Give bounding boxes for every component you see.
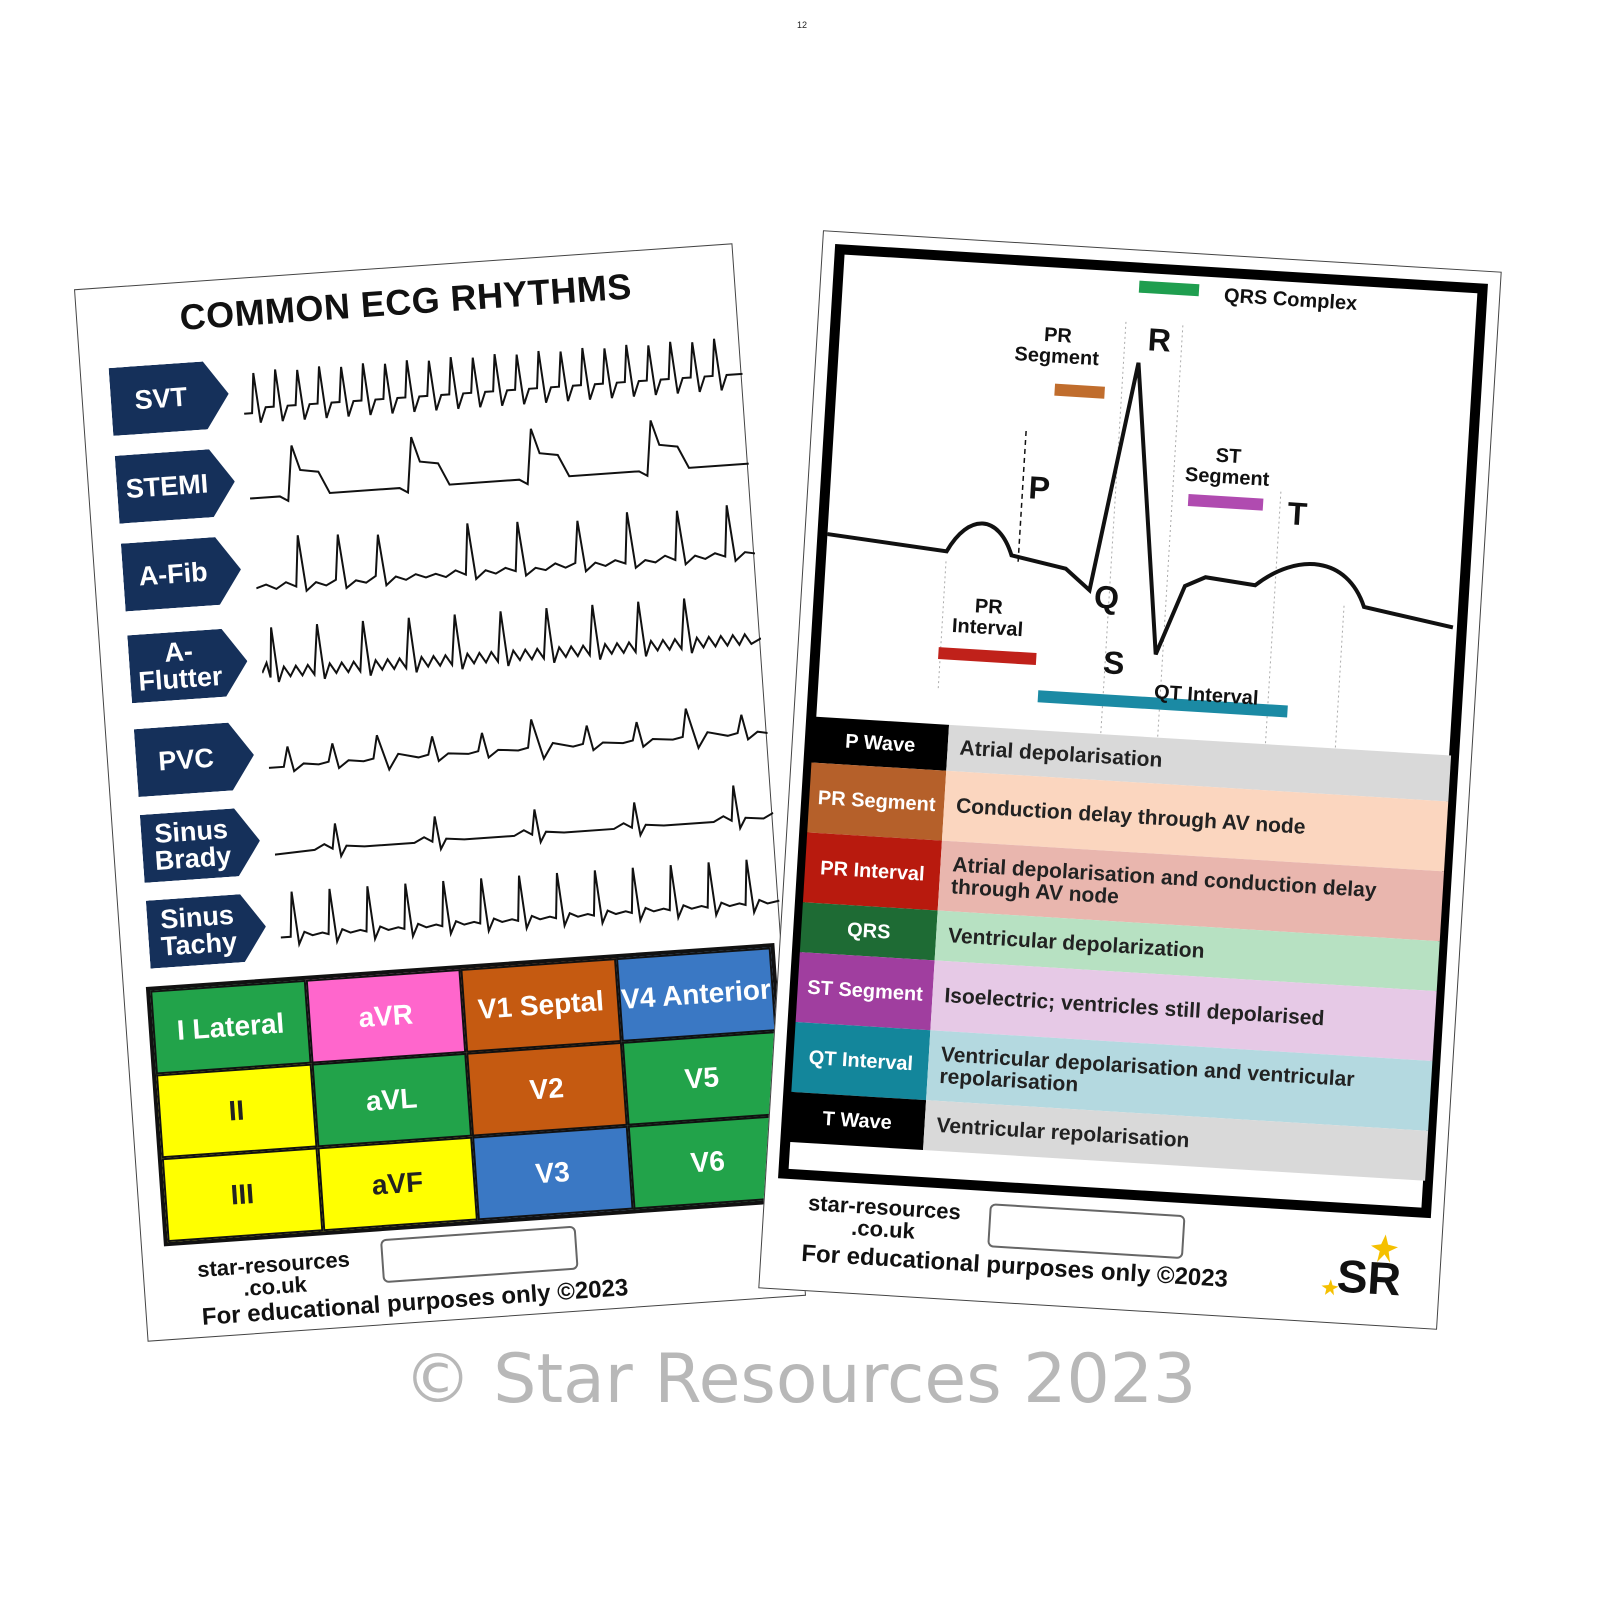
rhythm-label-aflutter: A-Flutter	[127, 627, 249, 703]
rhythm-label-stemi: STEMI	[115, 448, 237, 524]
rhythm-label-sinus-tachy: Sinus Tachy	[146, 893, 268, 969]
lead-avf: aVF	[316, 1136, 478, 1232]
label-st-segment: ST Segment	[1184, 444, 1270, 491]
letter-t: T	[1286, 495, 1309, 533]
rhythm-label-svt: SVT	[109, 360, 231, 436]
aflutter-trace	[261, 598, 762, 683]
name-box	[987, 1203, 1186, 1260]
lead-grid: I Lateral aVR V1 Septal V4 Anterior II a…	[145, 943, 793, 1247]
page-number: 12	[797, 20, 808, 30]
legend-key-qt-interval: QT Interval	[791, 1022, 931, 1101]
afib-trace	[255, 505, 756, 593]
legend-key-st-segment: ST Segment	[795, 952, 935, 1031]
legend-table: P Wave Atrial depolarisation PR Segment …	[788, 716, 1452, 1181]
brand-text: star-resources .co.uk	[807, 1190, 962, 1244]
pvc-trace	[268, 708, 768, 773]
logo-text: SR	[1336, 1250, 1403, 1306]
lead-v4-anterior: V4 Anterior	[615, 947, 777, 1042]
legend-key-qrs: QRS	[799, 902, 938, 961]
legend-key-pr-segment: PR Segment	[807, 762, 947, 841]
lead-avl: aVL	[311, 1052, 473, 1148]
lead-iii: III	[161, 1147, 323, 1243]
lead-v5: V5	[621, 1031, 783, 1126]
stemi-trace	[249, 420, 749, 503]
label-pr-segment: PR Segment	[1013, 323, 1100, 371]
letter-r: R	[1146, 321, 1173, 359]
letter-q: Q	[1093, 578, 1121, 616]
lead-ii: II	[155, 1063, 317, 1159]
letter-s: S	[1102, 644, 1126, 682]
name-box	[380, 1225, 579, 1284]
label-pr-interval: PR Interval	[951, 595, 1024, 642]
ecg-waveform-card: QRS Complex PR Segment ST Segment PR Int…	[758, 230, 1502, 1330]
rhythm-label-sinus-brady: Sinus Brady	[140, 807, 262, 883]
lead-v2: V2	[466, 1041, 628, 1137]
lead-v3: V3	[472, 1125, 634, 1221]
sinus-tachy-trace	[280, 859, 780, 948]
svt-trace	[244, 338, 743, 423]
legend-key-p-wave: P Wave	[811, 716, 950, 771]
legend-key-pr-interval: PR Interval	[802, 832, 942, 911]
sinus-brady-trace	[274, 785, 774, 860]
lead-avr: aVR	[305, 969, 467, 1064]
watermark: © Star Resources 2023	[403, 1340, 1197, 1419]
star-resources-logo: SR	[1321, 1234, 1403, 1306]
legend-key-t-wave: T Wave	[788, 1091, 927, 1151]
lead-i-lateral: I Lateral	[150, 979, 312, 1075]
lead-v1-septal: V1 Septal	[460, 958, 622, 1053]
ecg-rhythms-card: COMMON ECG RHYTHMS SVT STEMI A-Fib A-Flu…	[74, 243, 806, 1342]
letter-p: P	[1027, 469, 1052, 507]
rhythm-label-afib: A-Fib	[121, 535, 243, 611]
rhythm-label-pvc: PVC	[134, 721, 256, 797]
